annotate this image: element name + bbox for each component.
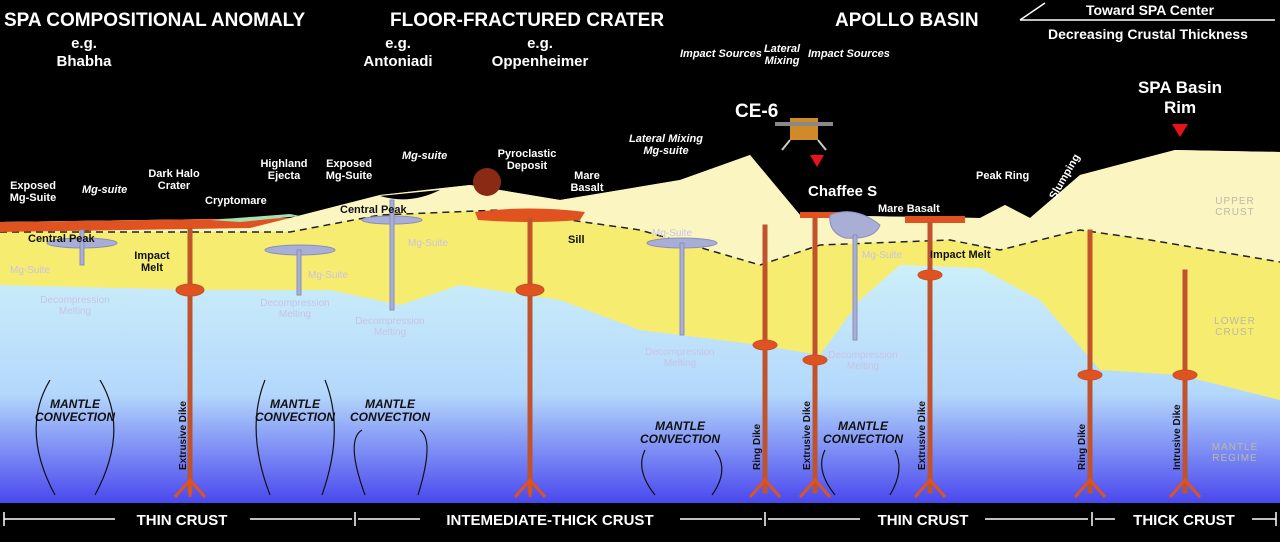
crust-bar-thick: THICK CRUST [1133,512,1235,529]
ffc-eg-1: e.g. [385,35,411,52]
crust-thickness-bar [0,503,1280,542]
crust-bar-intermediate: INTEMEDIATE-THICK CRUST [446,512,653,529]
pyroclastic-deposit-icon [473,168,501,196]
ffc-eg-2: e.g. [527,35,553,52]
sill [475,208,585,222]
dikes [175,217,1198,494]
crust-bar-lines [3,512,1277,526]
spa-eg: e.g. [71,35,97,52]
direction-arrow-head [1019,2,1046,21]
chaffee-basalt [800,212,850,218]
convection-arrows [35,379,900,496]
mg-suite-plutons [46,199,881,341]
label-extrusive-dike-1: Extrusive Dike [178,401,189,470]
ce6-landing-marker-icon [810,155,824,167]
label-extrusive-dike-3: Extrusive Dike [917,401,928,470]
upper-crust-layer [0,150,1280,265]
header-spa-anomaly: SPA COMPOSITIONAL ANOMALY [4,10,306,31]
spa-rim-marker-icon [1172,124,1188,137]
label-chaffee-s: Chaffee S [808,183,877,200]
direction-top: Toward SPA Center [1086,2,1215,18]
direction-bottom: Decreasing Crustal Thickness [1048,26,1248,42]
label-intrusive-dike: Intrusive Dike [1172,404,1183,470]
spa-example: Bhabha [56,53,112,70]
ce6-lander-icon [775,118,833,151]
label-ce6: CE-6 [735,101,778,122]
crust-bar-thin-2: THIN CRUST [878,512,969,529]
ffc-example-1: Antoniadi [363,53,432,70]
surface-basalt-thin-crust [0,218,290,232]
crust-bar-thin-1: THIN CRUST [137,512,228,529]
label-extrusive-dike-2: Extrusive Dike [802,401,813,470]
ffc-example-2: Oppenheimer [492,53,589,70]
label-ring-dike-2: Ring Dike [1077,423,1088,470]
highland-ejecta-layer [210,214,300,222]
dike-roots [173,477,1202,498]
header-apollo-basin: APOLLO BASIN [835,10,979,31]
mare-basalt-apollo [905,216,965,223]
header-floor-fractured: FLOOR-FRACTURED CRATER [390,10,664,31]
label-ring-dike-1: Ring Dike [752,423,763,470]
